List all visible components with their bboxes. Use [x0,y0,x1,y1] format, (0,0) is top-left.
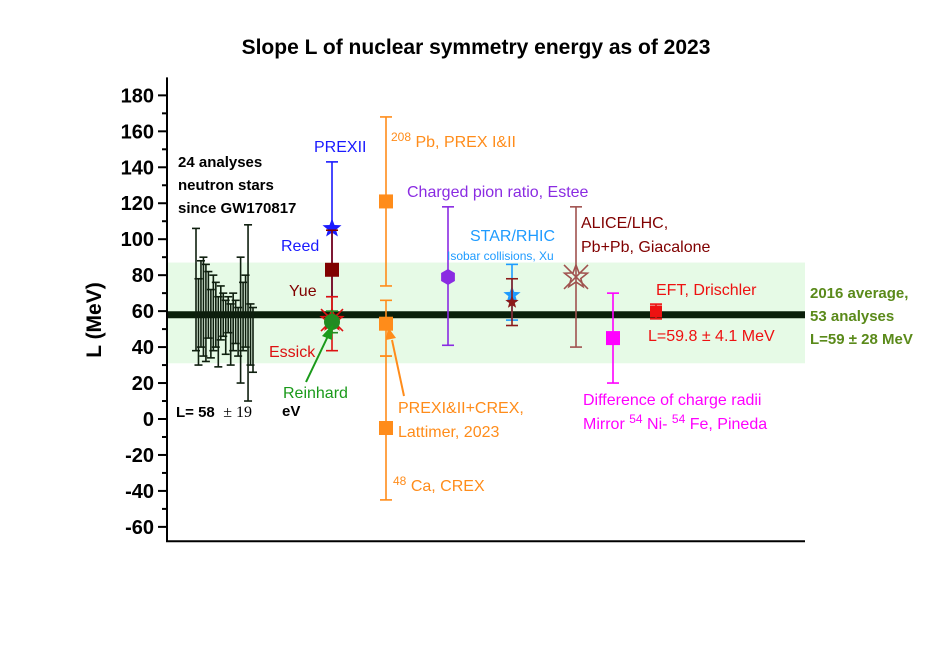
data-point [505,277,519,327]
ca-text: Ca, CREX [411,478,485,495]
data-point [650,303,662,320]
mirror-a: Mirror [583,416,629,433]
y-tick-label: -40 [125,481,154,503]
pb-sup: 208 [391,130,411,144]
y-tick-label: 140 [121,157,154,179]
marker-star [322,218,342,237]
essick-label: Essick [269,344,316,361]
y-tick-label: 60 [132,301,154,323]
crex-label-line2: Lattimer, 2023 [398,424,500,441]
marker-square [606,331,620,346]
y-tick-label: 80 [132,265,154,287]
data-point [379,355,393,501]
data-point [606,292,620,384]
y-tick-label: -20 [125,445,154,467]
y-tick-label: 160 [121,121,154,143]
marker-square [650,305,662,318]
yue-label: Yue [289,283,317,300]
y-tick-label: 120 [121,193,154,215]
star-label: STAR/RHIC [470,228,555,245]
mirror-label-line1: Difference of charge radii [583,392,761,409]
data-point [379,116,393,287]
ca-sup: 48 [393,474,407,488]
marker-square [325,262,339,277]
ns-errorbar [201,263,210,363]
chart-title: Slope L of nuclear symmetry energy as of… [242,36,711,59]
ns-label-line3: since GW170817 [178,200,296,217]
pb-text: Pb, PREX I&II [415,134,515,151]
mirror-b: Ni- [647,416,667,433]
ns-label-line2: neutron stars [178,177,274,194]
reed-label: Reed [281,238,319,255]
y-axis-label: L (MeV) [83,282,106,357]
ns-result-prefix: L= 58 [176,404,215,421]
ca-crex-label: 48 Ca, CREX [393,472,485,495]
y-tick-label: 20 [132,373,154,395]
neutron-star-layer [192,224,257,402]
ns-errorbar [229,292,238,352]
marker-circle [324,313,340,330]
alice-label-line1: ALICE/LHC, [581,215,668,232]
prexii-label: PREXII [314,139,366,156]
y-tick-label: 40 [132,337,154,359]
eft-value: L=59.8 ± 4.1 MeV [648,328,775,345]
ns-errorbar [209,274,218,352]
y-tick-label: 180 [121,85,154,107]
y-tick-label: 0 [143,409,154,431]
ns-errorbar [249,306,257,374]
marker-hexagon [441,269,455,285]
mirror-c: Fe, Pineda [690,416,767,433]
neutron-star-annotation: 24 analyses neutron stars since GW170817… [176,154,296,421]
reinhard-arrow [305,324,333,383]
ns-result: L= 58 ± 19 [176,404,252,421]
mirror-sup2: 54 [672,412,686,426]
ns-errorbar [216,285,225,341]
average-label-line2: 53 analyses [810,308,894,325]
ev-label: eV [282,403,300,420]
marker-square [379,316,393,331]
alice-label-line2: Pb+Pb, Giacalone [581,239,711,256]
marker-star [505,295,519,308]
crex-arrow [386,327,405,397]
marker-open-star [562,262,590,289]
y-axis: -60 -40 -20 0 20 40 60 80 100 120 140 160 180 [121,77,805,543]
ns-label-line1: 24 analyses [178,154,262,171]
mirror-sup1: 54 [629,412,643,426]
ns-errorbar [244,224,253,402]
average-label-line1: 2016 average, [810,285,908,302]
average-band-layer [167,262,805,364]
pion-label: Charged pion ratio, Estee [407,184,589,201]
y-tick-label: 100 [121,229,154,251]
marker-square [379,194,393,209]
data-point [441,206,455,347]
crex-label-line1: PREXI&II+CREX, [398,400,524,417]
y-tick-label: -60 [125,517,154,539]
average-label-line3: L=59 ± 28 MeV [810,331,913,348]
eft-label: EFT, Drischler [656,282,757,299]
mirror-label-line2: Mirror 54 Ni- 54 Fe, Pineda [583,410,767,433]
data-point [562,206,590,348]
marker-cross [563,264,589,290]
reinhard-label: Reinhard [283,385,348,402]
ns-result-suffix: ± 19 [223,404,252,421]
ns-errorbar [236,256,245,384]
isobar-label: Isobar collisions, Xu [447,249,554,263]
points-layer [319,116,662,501]
marker-square [379,420,393,435]
pb-prex-label: 208 Pb, PREX I&II [391,128,516,151]
